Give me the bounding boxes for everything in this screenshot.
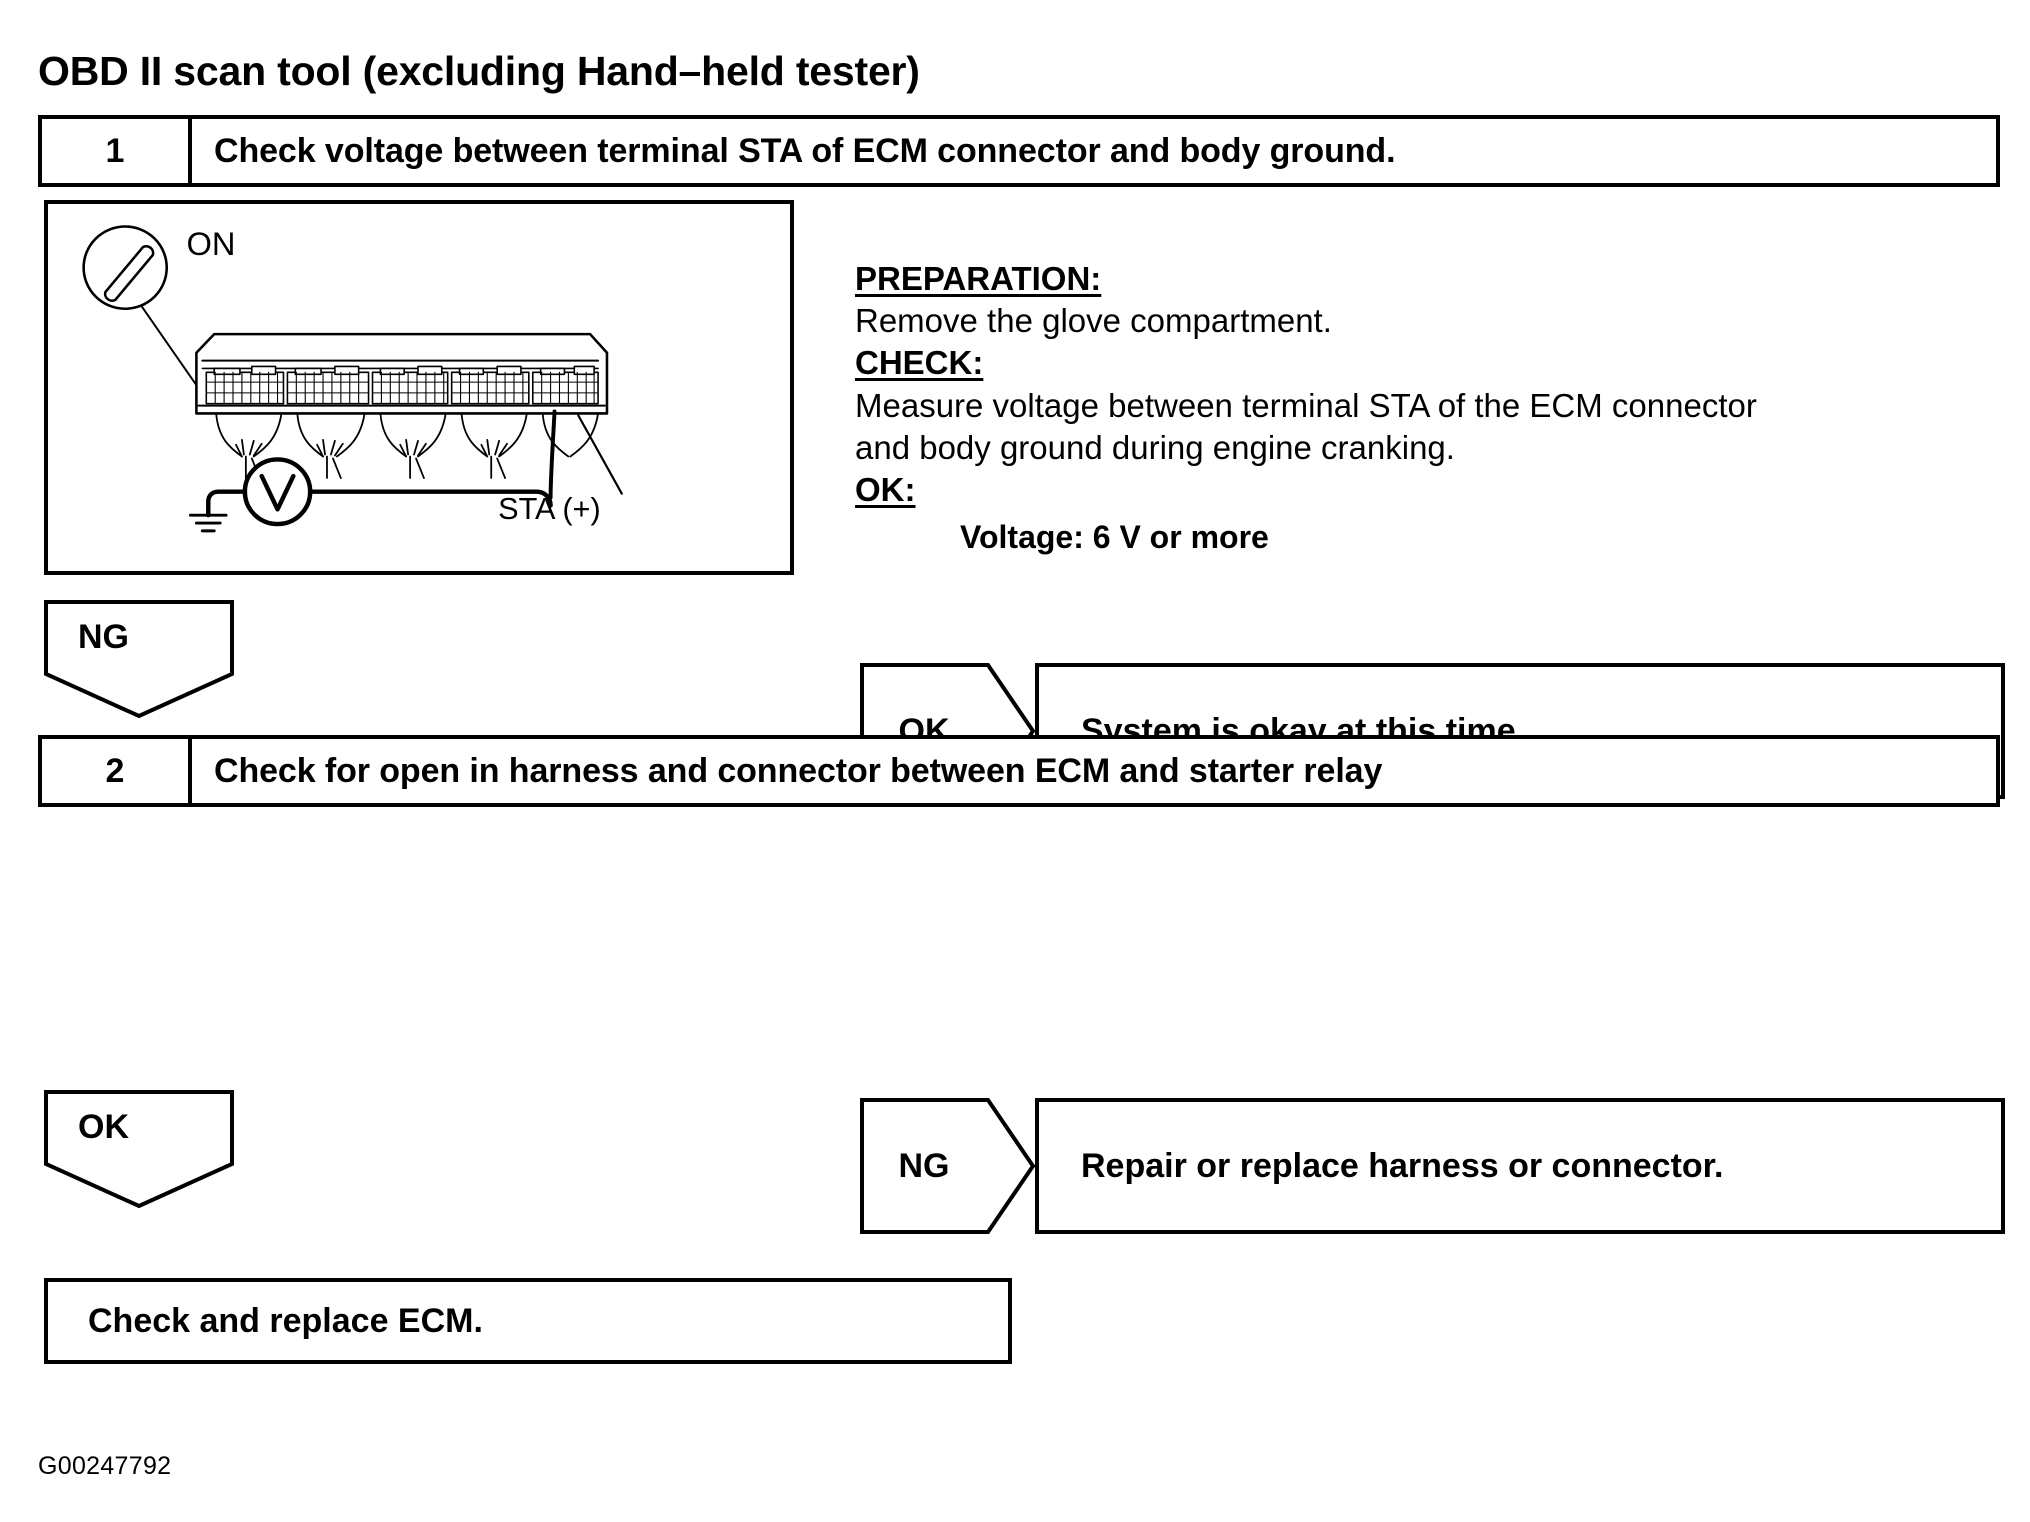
preparation-heading: PREPARATION: (855, 260, 1102, 297)
ng-arrow-label: NG (898, 1146, 950, 1185)
wire-bundles (215, 412, 599, 479)
step-2-title: Check for open in harness and connector … (214, 751, 1383, 790)
step-1-ng-branch: NG (44, 600, 234, 718)
ng-down-arrow-icon (44, 600, 234, 718)
step-1-number: 1 (42, 119, 192, 183)
ground-symbol-icon (188, 513, 228, 533)
step-2-ok-branch: OK (44, 1090, 234, 1208)
ng-down-arrow-label: NG (78, 617, 129, 656)
step-1-header: 1 Check voltage between terminal STA of … (38, 115, 2000, 187)
ng-arrow-icon (860, 1098, 1035, 1234)
instruction-block: PREPARATION: Remove the glove compartmen… (855, 258, 2005, 559)
step-1-title: Check voltage between terminal STA of EC… (214, 131, 1396, 170)
ok-down-arrow-icon (44, 1090, 234, 1208)
check-heading: CHECK: (855, 344, 984, 382)
ok-specification: Voltage: 6 V or more (960, 519, 1269, 556)
step-2-ng-branch: NG Repair or replace harness or connecto… (860, 1098, 2005, 1234)
step-2-header: 2 Check for open in harness and connecto… (38, 735, 2000, 807)
page-title: OBD II scan tool (excluding Hand–held te… (38, 48, 920, 94)
ok-heading: OK: (855, 471, 916, 509)
check-text-line-1: Measure voltage between terminal STA of … (855, 386, 1757, 424)
preparation-text: Remove the glove compartment. (855, 302, 1332, 340)
ng-result-text: Repair or replace harness or connector. (1035, 1098, 2005, 1234)
step-2-number: 2 (42, 739, 192, 803)
voltmeter-icon (242, 457, 313, 527)
ignition-on-label: ON (187, 226, 236, 262)
final-action-box: Check and replace ECM. (44, 1278, 1012, 1364)
sta-terminal-label: STA (+) (498, 492, 601, 526)
ecm-connector-illustration: ON STA (+) (44, 200, 794, 575)
ok-down-arrow-label: OK (78, 1107, 129, 1146)
figure-code: G00247792 (38, 1452, 172, 1480)
ignition-switch-icon (82, 225, 169, 310)
ng-arrow-shape: NG (860, 1098, 1035, 1234)
illustration-drawing: ON STA (+) (82, 225, 623, 533)
check-text-line-2: and body ground during engine cranking. (855, 428, 1455, 466)
